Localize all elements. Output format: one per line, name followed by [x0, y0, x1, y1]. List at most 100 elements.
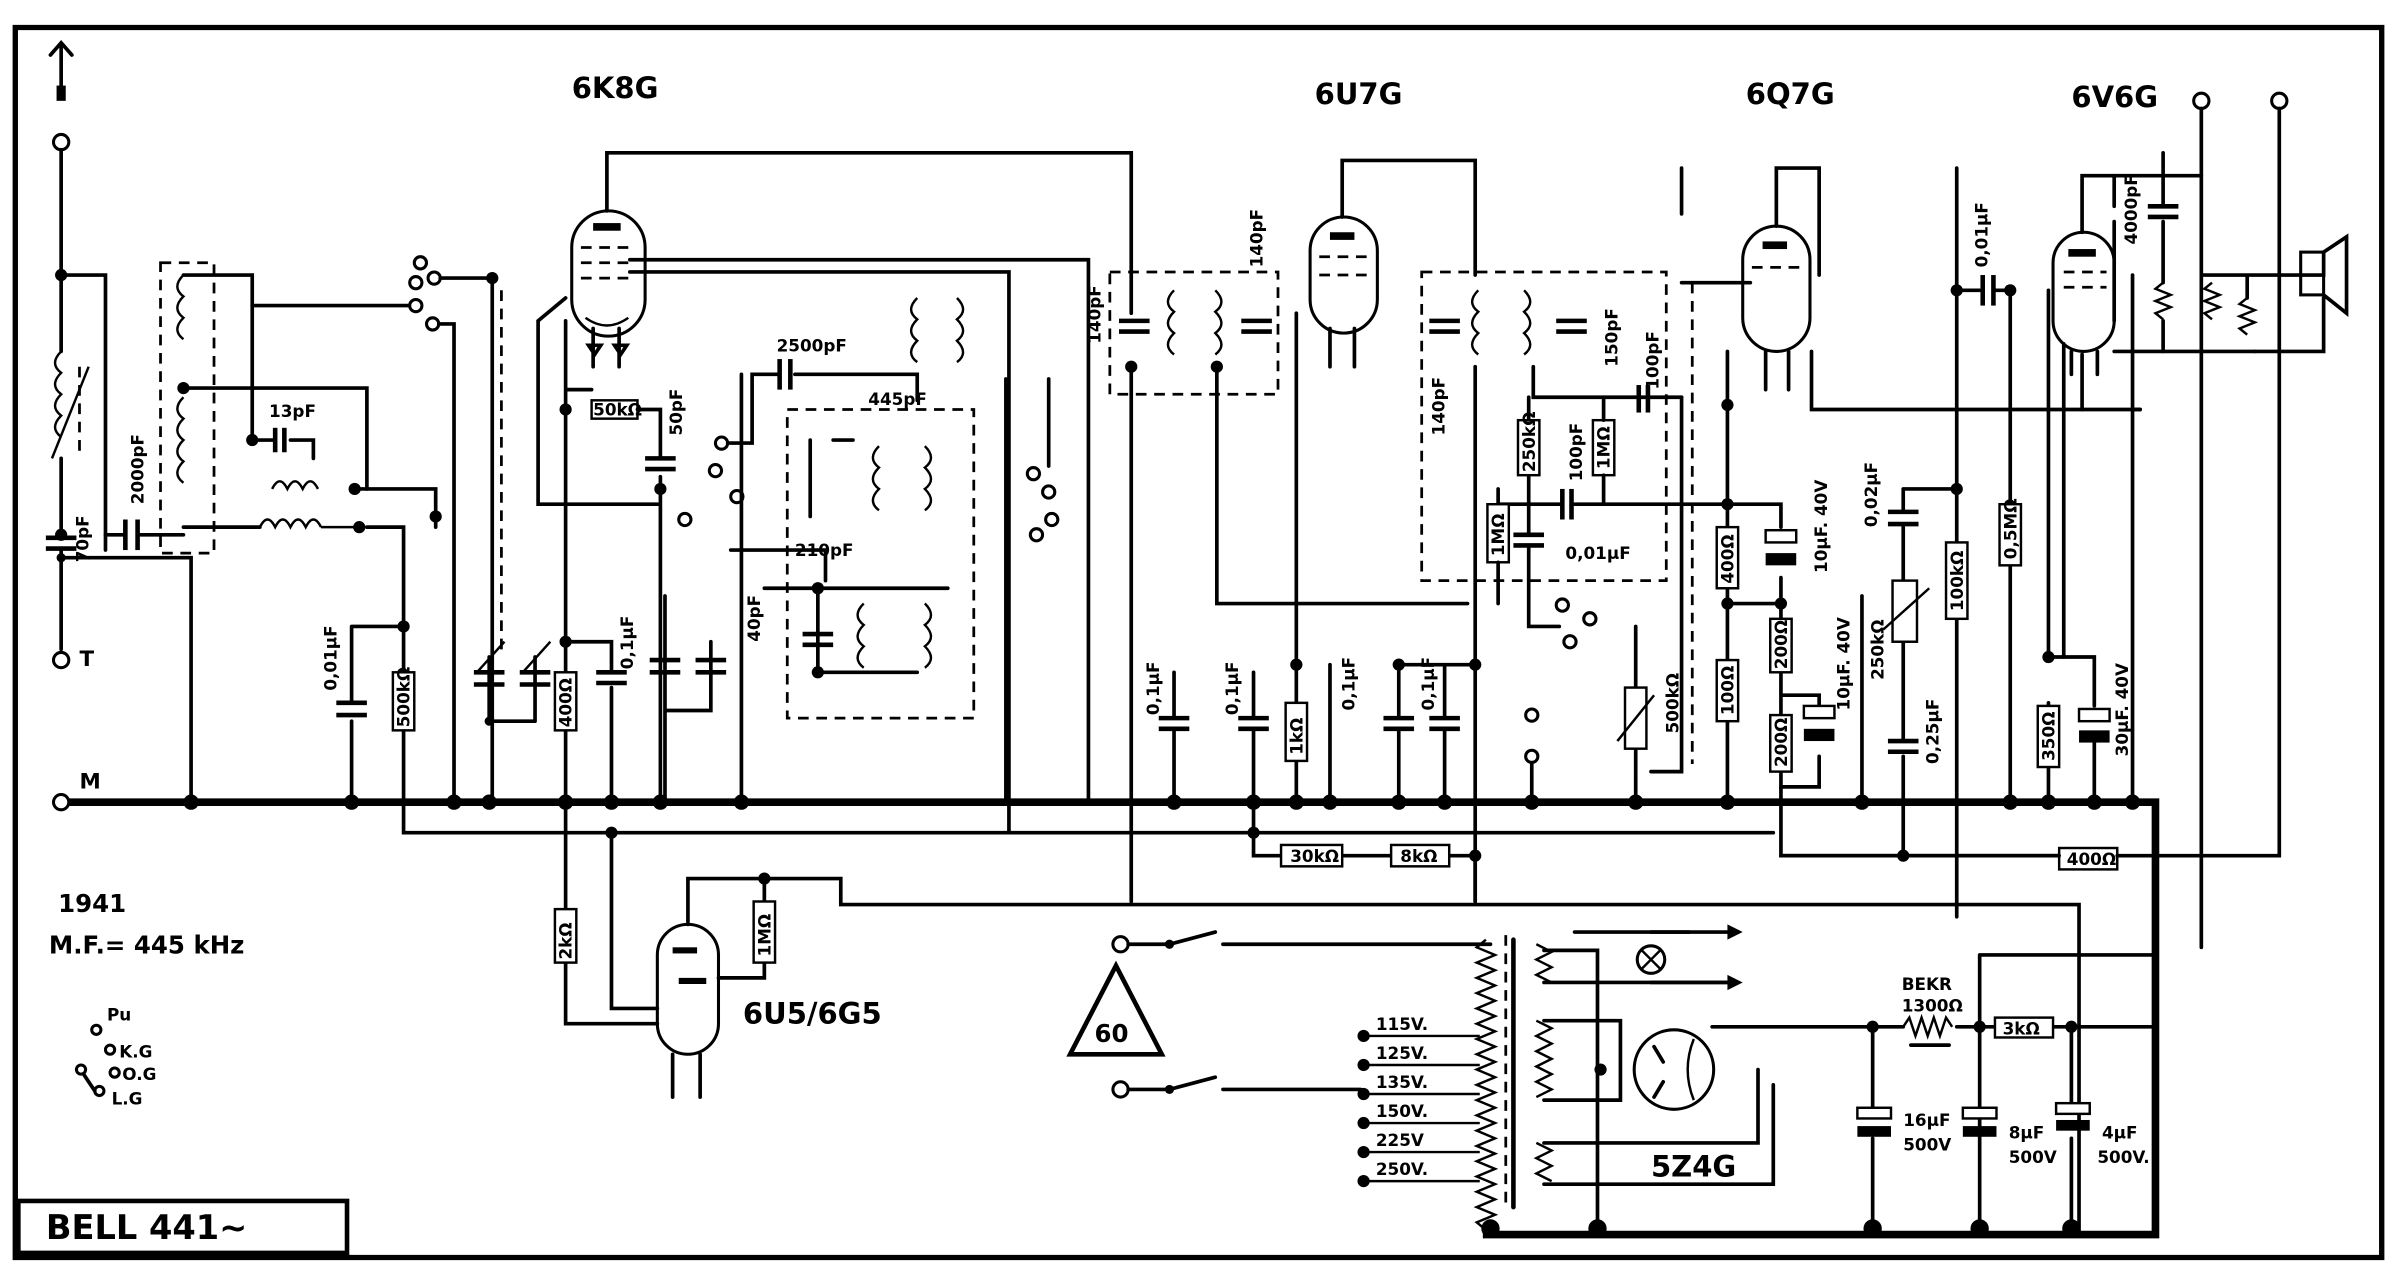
cap-01uf-d-label: 0,1µF: [1338, 657, 1358, 711]
title-block: BELL 441~ 1941 M.F.= 445 kHz: [16, 889, 350, 1256]
bekr-value-label: 1300Ω: [1902, 996, 1963, 1016]
cap-100pf-a-label: 100pF: [1643, 331, 1663, 390]
speaker-icon: [2299, 233, 2349, 318]
junction-dot: [481, 794, 497, 810]
terminal-m-label: M: [79, 769, 100, 794]
cap-70pf-label: 70pF: [73, 515, 93, 562]
cap-210pf-label: 210pF: [795, 540, 854, 560]
res-1m-a-label: 1MΩ: [1594, 426, 1614, 469]
terminal-t-label: T: [79, 647, 94, 672]
cap-13pf-label: 13pF: [269, 401, 316, 421]
tube-6k8g-label: 6K8G: [572, 71, 659, 105]
cap-001uf-b-label: 0,01µF: [1565, 543, 1630, 563]
cap-10uf-b-label: 10µF. 40V: [1834, 617, 1854, 710]
mains-transformer: 115V. 125V. 135V. 150V. 225V 250V.: [1357, 924, 2158, 1237]
warning-triangle-label: 60: [1095, 1019, 1129, 1048]
cap-150pf-label: 150pF: [1601, 308, 1621, 367]
junction-dot: [183, 794, 199, 810]
res-500k-pot-label: 500kΩ: [1663, 673, 1683, 734]
bekr-label: BEKR: [1902, 974, 1952, 994]
cap-140pf-a-label: 140pF: [1085, 285, 1105, 344]
year-label: 1941: [58, 889, 126, 918]
junction-dot: [446, 794, 462, 810]
tube-5z4g: 5Z4G: [1632, 1028, 1736, 1184]
tube-6u5-label: 6U5/6G5: [743, 997, 882, 1031]
cap-16uf-voltage-label: 500V: [1903, 1135, 1951, 1155]
cap-445pf-label: 445pF: [868, 389, 927, 409]
mains-tap-label: 135V.: [1376, 1072, 1428, 1092]
mains-tap-label: 125V.: [1376, 1043, 1428, 1063]
model-label: BELL 441~: [46, 1208, 247, 1247]
cap-140pf-c-label: 140pF: [1429, 377, 1449, 436]
res-200-a-label: 200Ω: [1771, 620, 1791, 669]
mains-tap-label: 250V.: [1376, 1159, 1428, 1179]
res-400-a-label: 400Ω: [556, 678, 576, 727]
mains-tap-label: 115V.: [1376, 1014, 1428, 1034]
tube-6u5-6g5: 6U5/6G5: [655, 922, 882, 1099]
mains-tap-label: 150V.: [1376, 1101, 1428, 1121]
cap-002uf-label: 0,02µF: [1861, 462, 1881, 527]
if-frequency-label: M.F.= 445 kHz: [49, 930, 244, 959]
cap-8uf-voltage-label: 500V: [2009, 1147, 2057, 1167]
res-1m-c-label: 1MΩ: [754, 914, 774, 957]
tube-5z4g-label: 5Z4G: [1651, 1150, 1736, 1184]
terminal-t: [51, 650, 71, 670]
tube-6q7g-label: 6Q7G: [1746, 77, 1835, 111]
drawing-frame: [12, 24, 2385, 1261]
terminal-m: [51, 793, 71, 812]
tube-6v6g: 6V6G: [2051, 80, 2204, 412]
cap-16uf-label: 16µF: [1903, 1110, 1950, 1130]
cap-01uf-e-label: 0,1µF: [1418, 657, 1438, 711]
cap-140pf-b-label: 140pF: [1247, 209, 1267, 268]
cap-50pf-label: 50pF: [666, 389, 686, 436]
cap-2500pf-label: 2500pF: [777, 335, 847, 355]
mains-tap-label: 225V: [1376, 1130, 1424, 1150]
res-50k-label: 50kΩ: [593, 400, 642, 420]
res-30k-label: 30kΩ: [1290, 846, 1339, 866]
res-100-label: 100Ω: [1718, 666, 1738, 715]
junction-dot: [2062, 1219, 2081, 1238]
tube-6k8g: 6K8G: [570, 71, 1134, 369]
res-100k-label: 100kΩ: [1947, 551, 1967, 612]
res-400-b-label: 400Ω: [1718, 534, 1738, 583]
cap-4uf-voltage-label: 500V.: [2097, 1147, 2149, 1167]
selector-kg: K.G: [119, 1041, 152, 1061]
selector-legend: Pu K.G O.G L.G: [74, 1005, 156, 1109]
res-200-b-label: 200Ω: [1771, 718, 1791, 767]
junction-dot: [1481, 1219, 1500, 1238]
cap-001uf-label: 0,01µF: [320, 625, 340, 690]
res-350-label: 350Ω: [2039, 712, 2059, 761]
res-2k-label: 2kΩ: [556, 922, 576, 959]
cap-01uf-a-label: 0,1µF: [617, 616, 637, 670]
antenna-input: 70pF T: [45, 39, 193, 805]
cap-8uf-label: 8µF: [2009, 1122, 2045, 1142]
res-400-c-label: 400Ω: [2067, 849, 2116, 869]
junction-dot: [1863, 1219, 1882, 1238]
cap-100pf-b-label: 100pF: [1566, 423, 1586, 482]
selector-og: O.G: [122, 1064, 156, 1084]
res-05m-label: 0,5MΩ: [2000, 498, 2020, 559]
selector-lg: L.G: [112, 1089, 143, 1109]
res-1m-b-label: 1MΩ: [1488, 513, 1508, 556]
cap-01uf-c-label: 0,1µF: [1222, 661, 1242, 715]
cap-40pf-label: 40pF: [744, 595, 764, 642]
selector-pu: Pu: [107, 1005, 131, 1025]
cap-01uf-b-label: 0,1µF: [1143, 661, 1163, 715]
antenna-terminal: [51, 132, 71, 152]
warning-triangle: 60: [1066, 960, 1166, 1057]
cap-025uf-label: 0,25µF: [1922, 699, 1942, 764]
res-8k-label: 8kΩ: [1400, 846, 1437, 866]
cap-4uf-label: 4µF: [2102, 1122, 2138, 1142]
junction-dot: [1588, 1219, 1607, 1238]
cap-30uf-label: 30µF. 40V: [2112, 663, 2132, 756]
tube-6q7g: 6Q7G: [1679, 77, 1835, 392]
res-3k-label: 3kΩ: [2003, 1018, 2040, 1038]
tube-6v6g-label: 6V6G: [2071, 80, 2158, 114]
res-250k-label: 250kΩ: [1519, 412, 1539, 473]
cap-4000pf-label: 4000pF: [2121, 174, 2141, 244]
tube-6u7g-label: 6U7G: [1315, 77, 1403, 111]
pilot-lamp-icon: [1635, 944, 1667, 975]
res-500k-label: 500kΩ: [394, 667, 414, 728]
res-1k-label: 1kΩ: [1286, 718, 1306, 755]
